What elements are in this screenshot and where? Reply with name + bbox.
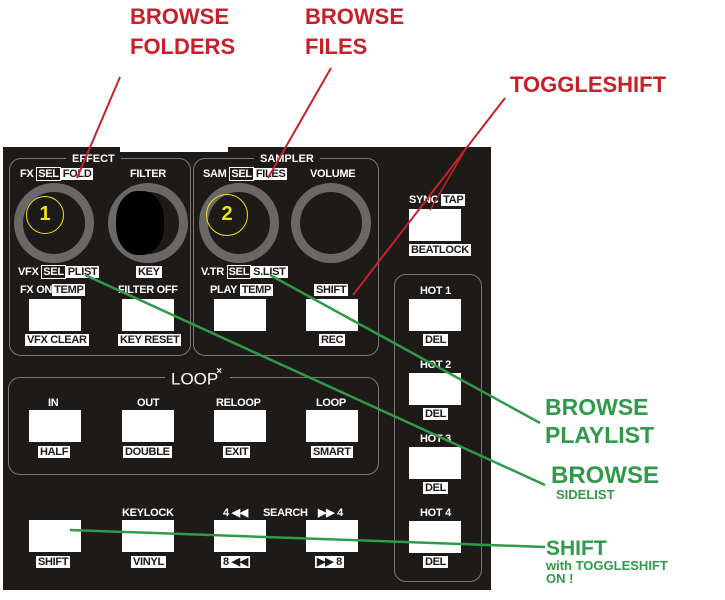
sync-tap-label: SYNC TAP	[409, 194, 466, 206]
hot4-label: HOT 4	[420, 507, 451, 519]
volume-knob[interactable]	[291, 183, 371, 263]
loop-half-label: HALF	[38, 446, 71, 458]
toggleshift-pointer-ext	[429, 149, 466, 211]
rec-button[interactable]	[306, 299, 358, 331]
sampler-title: SAMPLER	[254, 153, 320, 165]
loop-smart-label: SMART	[311, 446, 353, 458]
shift-annotation: SHIFT with TOGGLESHIFT ON !	[546, 537, 668, 586]
loop-title: LOOP×	[165, 366, 231, 389]
toggleshift-pointer	[352, 97, 506, 296]
search-label: SEARCH	[263, 507, 308, 519]
hot2-button[interactable]	[409, 373, 461, 405]
fx-on-button[interactable]	[29, 299, 81, 331]
filter-label: FILTER	[130, 168, 166, 180]
loop-exit-label: EXIT	[223, 446, 251, 458]
loop-label: LOOP	[316, 397, 346, 409]
sync-button[interactable]	[409, 209, 461, 241]
hot2-del-label: DEL	[423, 408, 449, 420]
keylock-label: KEYLOCK	[122, 507, 174, 519]
reloop-button[interactable]	[214, 410, 266, 442]
vinyl-label: VINYL	[131, 556, 166, 568]
filter-off-label: FILTER OFF	[118, 284, 178, 296]
sampler-knob-number: 2	[206, 194, 248, 236]
ff-8-label: ▶▶ 8	[315, 556, 344, 568]
hot3-label: HOT 3	[420, 433, 451, 445]
search-left-label: 4 ◀◀	[223, 507, 248, 519]
keylock-button[interactable]	[122, 520, 174, 552]
vfx-clear-label: VFX CLEAR	[25, 334, 89, 346]
shift-button[interactable]	[29, 520, 81, 552]
filter-knob-center	[116, 191, 164, 255]
shift-label: SHIFT	[314, 284, 349, 296]
fx-knob-number: 1	[26, 196, 64, 234]
shift-pointer	[69, 528, 546, 549]
browse-files-pointer	[267, 67, 332, 179]
rewind-8-label: 8 ◀◀	[221, 556, 250, 568]
browse-folders-pointer	[76, 76, 121, 179]
loop-out-button[interactable]	[122, 410, 174, 442]
search-right-label: ▶▶ 4	[318, 507, 343, 519]
shift-bottom-label: SHIFT	[36, 556, 71, 568]
rec-label: REC	[319, 334, 346, 346]
hot1-del-label: DEL	[423, 334, 449, 346]
hot1-button[interactable]	[409, 299, 461, 331]
fast-forward-button[interactable]	[306, 520, 358, 552]
play-temp-label: PLAY TEMP	[210, 284, 274, 296]
loop-mark: ×	[216, 366, 223, 377]
browse-playlist-pointer	[269, 273, 541, 425]
volume-label: VOLUME	[310, 168, 356, 180]
play-button[interactable]	[214, 299, 266, 331]
effect-title: EFFECT	[66, 153, 121, 165]
hot1-label: HOT 1	[420, 285, 451, 297]
loop-button[interactable]	[306, 410, 358, 442]
key-reset-label: KEY RESET	[118, 334, 182, 346]
key-label: KEY	[136, 266, 162, 278]
loop-in-label: IN	[48, 397, 59, 409]
hot4-button[interactable]	[409, 521, 461, 553]
loop-in-button[interactable]	[29, 410, 81, 442]
loop-double-label: DOUBLE	[123, 446, 172, 458]
loop-out-label: OUT	[137, 397, 160, 409]
hot4-del-label: DEL	[423, 556, 449, 568]
reloop-label: RELOOP	[216, 397, 261, 409]
hot3-del-label: DEL	[423, 482, 449, 494]
panel-notch	[120, 147, 228, 152]
hotcue-group	[394, 274, 482, 582]
browse-sidelist-annotation: BROWSE SIDELIST	[551, 462, 659, 502]
beatlock-label: BEATLOCK	[409, 244, 471, 256]
browse-sidelist-pointer	[84, 273, 546, 487]
toggleshift-annotation: TOGGLESHIFT	[510, 72, 667, 97]
hot3-button[interactable]	[409, 447, 461, 479]
